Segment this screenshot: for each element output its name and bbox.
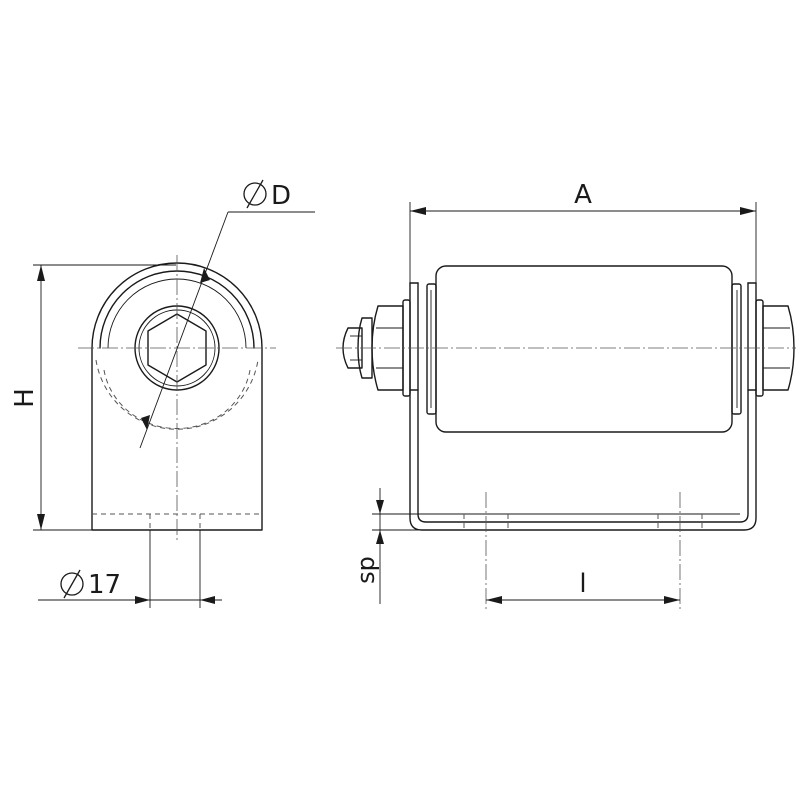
dimension-diameter-17: 17 [38, 530, 222, 608]
front-view [336, 265, 796, 610]
height-h-label: H [10, 388, 40, 408]
diameter-17-symbol [60, 572, 84, 596]
length-a-label: A [574, 180, 592, 210]
bracket-outline [91, 262, 263, 531]
side-view [78, 255, 276, 540]
left-axle-end [342, 327, 363, 369]
spacing-l-label: l [579, 569, 586, 599]
dimension-height-h: H [10, 264, 176, 531]
dimension-spacing-l: l [486, 569, 680, 604]
roller-flange-left [426, 283, 437, 415]
roller-body [435, 265, 733, 433]
u-bracket-outer [409, 282, 757, 531]
dimension-thickness-sp: sp [352, 488, 426, 604]
diameter-17-label: 17 [88, 570, 121, 600]
u-bracket-inner [417, 282, 749, 523]
thickness-sp-label: sp [352, 556, 380, 584]
diameter-symbol [243, 182, 267, 206]
dimension-diameter-d: D [139, 179, 315, 449]
roller-flange-right [731, 283, 742, 415]
diameter-d-label: D [271, 181, 291, 211]
dimension-length-a: A [409, 180, 757, 283]
